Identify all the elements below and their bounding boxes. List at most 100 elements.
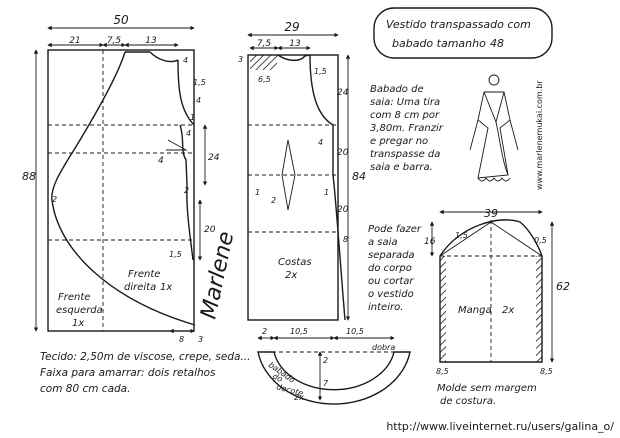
- front-dim: 1,5: [193, 78, 206, 87]
- ruffle-note-line: saia e barra.: [370, 162, 433, 173]
- ruffle-top-1: 2: [262, 327, 267, 336]
- signature: Marlene: [196, 229, 239, 321]
- sleeve-cap-left: 1,5: [455, 231, 468, 240]
- back-width-total: 29: [284, 20, 299, 34]
- back-dim: 1: [324, 188, 329, 197]
- ruffle-note-line: Babado de: [370, 84, 424, 95]
- front-dim: 1,5: [169, 250, 182, 259]
- back-dim: 2: [271, 196, 276, 205]
- back-dim: 6,5: [258, 75, 271, 84]
- back-outline: [247, 54, 339, 321]
- front-dim: 3: [198, 335, 203, 344]
- sleeve-cap-height: 16: [424, 237, 436, 247]
- skirt-note-line: a saia: [368, 237, 398, 248]
- title-size: 48: [490, 37, 504, 50]
- seam-note-line-2: de costura.: [440, 396, 496, 407]
- ruffle-top-3: 10,5: [346, 327, 364, 336]
- side-watermark: www.marlenemukai.com.br: [535, 80, 544, 190]
- back-dim: 1: [255, 188, 260, 197]
- back-top-right: 13: [289, 39, 301, 49]
- neckline-ruffle-outline: [257, 351, 411, 405]
- dress-illustration: [469, 74, 519, 182]
- ruffle-note-line: transpasse da: [370, 149, 440, 160]
- seam-allowance-note: Molde sem margem de costura.: [437, 383, 537, 407]
- ruffle-fold: dobra: [372, 343, 395, 352]
- front-right-label: Frente: [128, 269, 160, 280]
- sleeve-bottom-right: 8,5: [540, 367, 553, 376]
- ruffle-note: Babado de saia: Uma tira com 8 cm por 3,…: [370, 84, 444, 173]
- skirt-note: Pode fazer a saia separada do corpo ou c…: [368, 224, 422, 313]
- source-watermark: http://www.liveinternet.ru/users/galina_…: [386, 420, 614, 433]
- ruffle-note-line: saia: Uma tira: [370, 97, 440, 108]
- front-right-label-2: direita: [124, 282, 156, 293]
- back-dim: 20: [337, 148, 349, 158]
- back-dim: 24: [337, 88, 349, 98]
- back-pattern-piece: 29 7,5 13 84 3 6,5 1,5 24 20 20 4 1 2 1 …: [238, 20, 366, 321]
- sleeve-outline: [439, 219, 543, 363]
- front-right-cutline: [51, 51, 196, 326]
- title-line-2: babado tamanho: [392, 37, 486, 50]
- sleeve-count: 2x: [502, 305, 514, 316]
- front-dim: 4: [186, 129, 191, 138]
- back-height: 84: [352, 170, 366, 183]
- ruffle-note-line: 3,80m. Franzir: [370, 123, 444, 134]
- front-width-total: 50: [113, 13, 129, 27]
- ruffle-top-2: 10,5: [290, 327, 308, 336]
- back-dart: [281, 139, 296, 211]
- ruffle-count: 2x: [294, 393, 304, 402]
- sleeve-width: 39: [484, 207, 498, 220]
- back-neck-line: [277, 54, 311, 62]
- front-neck-line: [125, 51, 195, 126]
- back-dim: 4: [318, 138, 323, 147]
- skirt-note-line: do corpo: [368, 263, 412, 274]
- fabric-note-line-1: Tecido: 2,50m de viscose, crepe, seda...: [40, 351, 250, 363]
- sleeve-bottom-left: 8,5: [436, 367, 449, 376]
- front-dim: 4: [158, 156, 164, 166]
- back-dim: 8: [343, 235, 348, 244]
- front-pattern-piece: 50 21 7,5 13 88 4 1,5 4 24 4 4 20 1,5 8 …: [22, 13, 220, 344]
- fabric-note-line-3: com 80 cm cada.: [40, 383, 130, 395]
- front-dart: [179, 124, 188, 186]
- front-dim: 2: [184, 186, 189, 195]
- front-dim: 2: [52, 195, 57, 204]
- front-height: 88: [22, 170, 36, 183]
- front-left-label-2: esquerda: [56, 305, 103, 316]
- back-top-left: 7,5: [257, 39, 272, 49]
- front-top-right: 13: [145, 36, 157, 46]
- ruffle-note-line: com 8 cm por: [370, 110, 440, 121]
- front-dim: 4: [196, 96, 201, 105]
- back-count: 2x: [285, 270, 297, 281]
- skirt-note-line: o vestido: [368, 289, 414, 300]
- front-left-count: 1x: [72, 318, 84, 329]
- front-dim: 4: [183, 56, 188, 65]
- title-block: Vestido transpassado com babado tamanho …: [373, 7, 553, 59]
- front-top-left: 21: [69, 36, 80, 46]
- front-outline: [47, 49, 195, 332]
- front-dim: 1: [190, 113, 195, 122]
- back-label: Costas: [278, 257, 312, 268]
- fabric-note-line-2: Faixa para amarrar: dois retalhos: [40, 367, 216, 379]
- front-left-label: Frente: [58, 292, 90, 303]
- sleeve-pattern-piece: 39 1,5 0,5 16 62 8,5 8,5 Manga 2x: [424, 207, 570, 376]
- ruffle-label-2: do: [271, 372, 284, 384]
- title-line-1: Vestido transpassado com: [386, 18, 531, 31]
- front-dim: 20: [204, 225, 216, 235]
- sleeve-label: Manga: [458, 305, 492, 316]
- ruffle-side-1: 2: [323, 356, 328, 365]
- skirt-note-line: Pode fazer: [368, 224, 422, 235]
- back-dim: 1,5: [314, 67, 327, 76]
- sleeve-cap-right: 0,5: [534, 236, 547, 245]
- skirt-note-line: inteiro.: [368, 302, 403, 313]
- ruffle-note-line: e pregar no: [370, 136, 428, 147]
- front-dim: 24: [208, 153, 220, 163]
- ruffle-label-1: babado: [267, 360, 297, 385]
- skirt-note-line: ou cortar: [368, 276, 414, 287]
- back-dim: 20: [337, 205, 349, 215]
- skirt-note-line: separada: [368, 250, 415, 261]
- front-dim: 8: [179, 335, 184, 344]
- back-armhole: [309, 54, 334, 175]
- back-dim: 3: [238, 55, 243, 64]
- front-top-mid: 7,5: [107, 36, 122, 46]
- front-right-count: 1x: [160, 282, 172, 293]
